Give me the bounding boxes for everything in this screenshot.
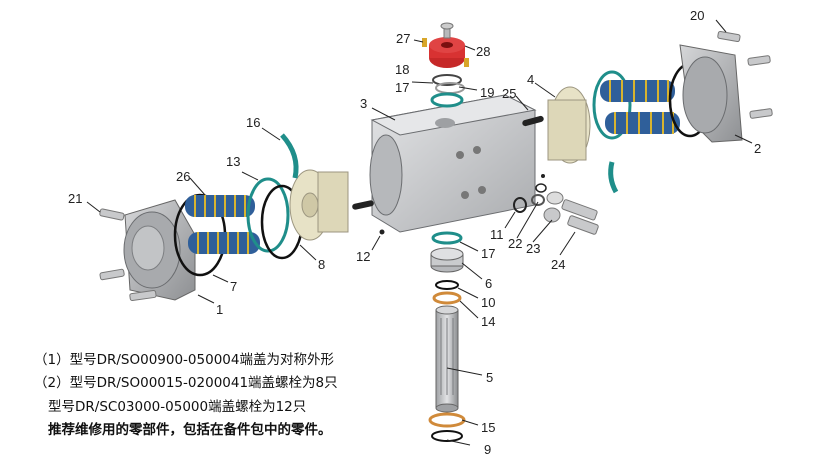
- callout-21: 21: [68, 191, 83, 206]
- callout-8: 8: [318, 257, 326, 272]
- callout-7: 7: [230, 279, 238, 294]
- callout-2: 2: [754, 141, 762, 156]
- bearing-15: [428, 412, 466, 428]
- left-cap-bolts: [99, 208, 157, 302]
- callout-23: 23: [526, 241, 541, 256]
- right-springs: [600, 80, 680, 134]
- snap-ring-18: [432, 74, 462, 86]
- left-piston: [289, 169, 349, 241]
- top-indicator: [422, 22, 469, 68]
- o-ring-10: [435, 280, 459, 290]
- note-line-2: （2）型号DR/SO00015-0200041端盖螺栓为8只: [34, 375, 338, 391]
- o-ring-17-bottom: [431, 231, 463, 245]
- ball-12: [379, 229, 385, 235]
- left-end-cap: [123, 199, 196, 301]
- actuator-body: [369, 94, 537, 233]
- callout-19: 19: [480, 85, 495, 100]
- callout-28: 28: [476, 44, 491, 59]
- callout-17-bottom: 17: [481, 246, 496, 261]
- callout-13: 13: [226, 154, 241, 169]
- note-line-3: 型号DR/SC03000-05000端盖螺栓为12只: [48, 399, 307, 415]
- pin-25: [522, 115, 544, 127]
- callout-15: 15: [481, 420, 496, 435]
- callout-5: 5: [486, 370, 494, 385]
- callout-18: 18: [395, 62, 410, 77]
- left-guide-band: [280, 133, 299, 179]
- right-end-cap: [679, 44, 743, 143]
- callout-14: 14: [481, 314, 496, 329]
- callout-12: 12: [356, 249, 371, 264]
- callout-10: 10: [481, 295, 496, 310]
- pin-left: [352, 200, 374, 210]
- bearing-14: [432, 291, 462, 305]
- right-guide-band: [608, 161, 619, 194]
- right-cap-bolts: [717, 30, 773, 119]
- leader-lines: [86, 19, 753, 446]
- pinion-shaft-5: [435, 305, 459, 413]
- left-green-ring: [246, 177, 290, 253]
- right-green-ring: [592, 70, 632, 140]
- left-springs: [185, 195, 260, 254]
- callout-4: 4: [527, 72, 535, 87]
- callout-9: 9: [484, 442, 492, 457]
- callout-24: 24: [551, 257, 566, 272]
- o-ring-9: [431, 430, 463, 442]
- note-line-1: （1）型号DR/SO00900-050004端盖为对称外形: [34, 352, 334, 368]
- callout-22: 22: [508, 236, 523, 251]
- callout-6: 6: [485, 276, 493, 291]
- callout-3: 3: [360, 96, 368, 111]
- o-ring-17-top: [430, 92, 464, 108]
- adjust-parts: [513, 174, 599, 235]
- callout-17-top: 17: [395, 80, 410, 95]
- right-piston: [547, 86, 591, 164]
- pinion-nut-6: [430, 247, 464, 273]
- callout-11: 11: [490, 227, 504, 242]
- callout-20: 20: [690, 8, 705, 23]
- callout-26: 26: [176, 169, 191, 184]
- callout-16: 16: [246, 115, 261, 130]
- callout-27: 27: [396, 31, 411, 46]
- note-line-4: 推荐维修用的零部件，包括在备件包中的零件。: [48, 422, 332, 438]
- callout-25: 25: [502, 86, 517, 101]
- callout-1: 1: [216, 302, 224, 317]
